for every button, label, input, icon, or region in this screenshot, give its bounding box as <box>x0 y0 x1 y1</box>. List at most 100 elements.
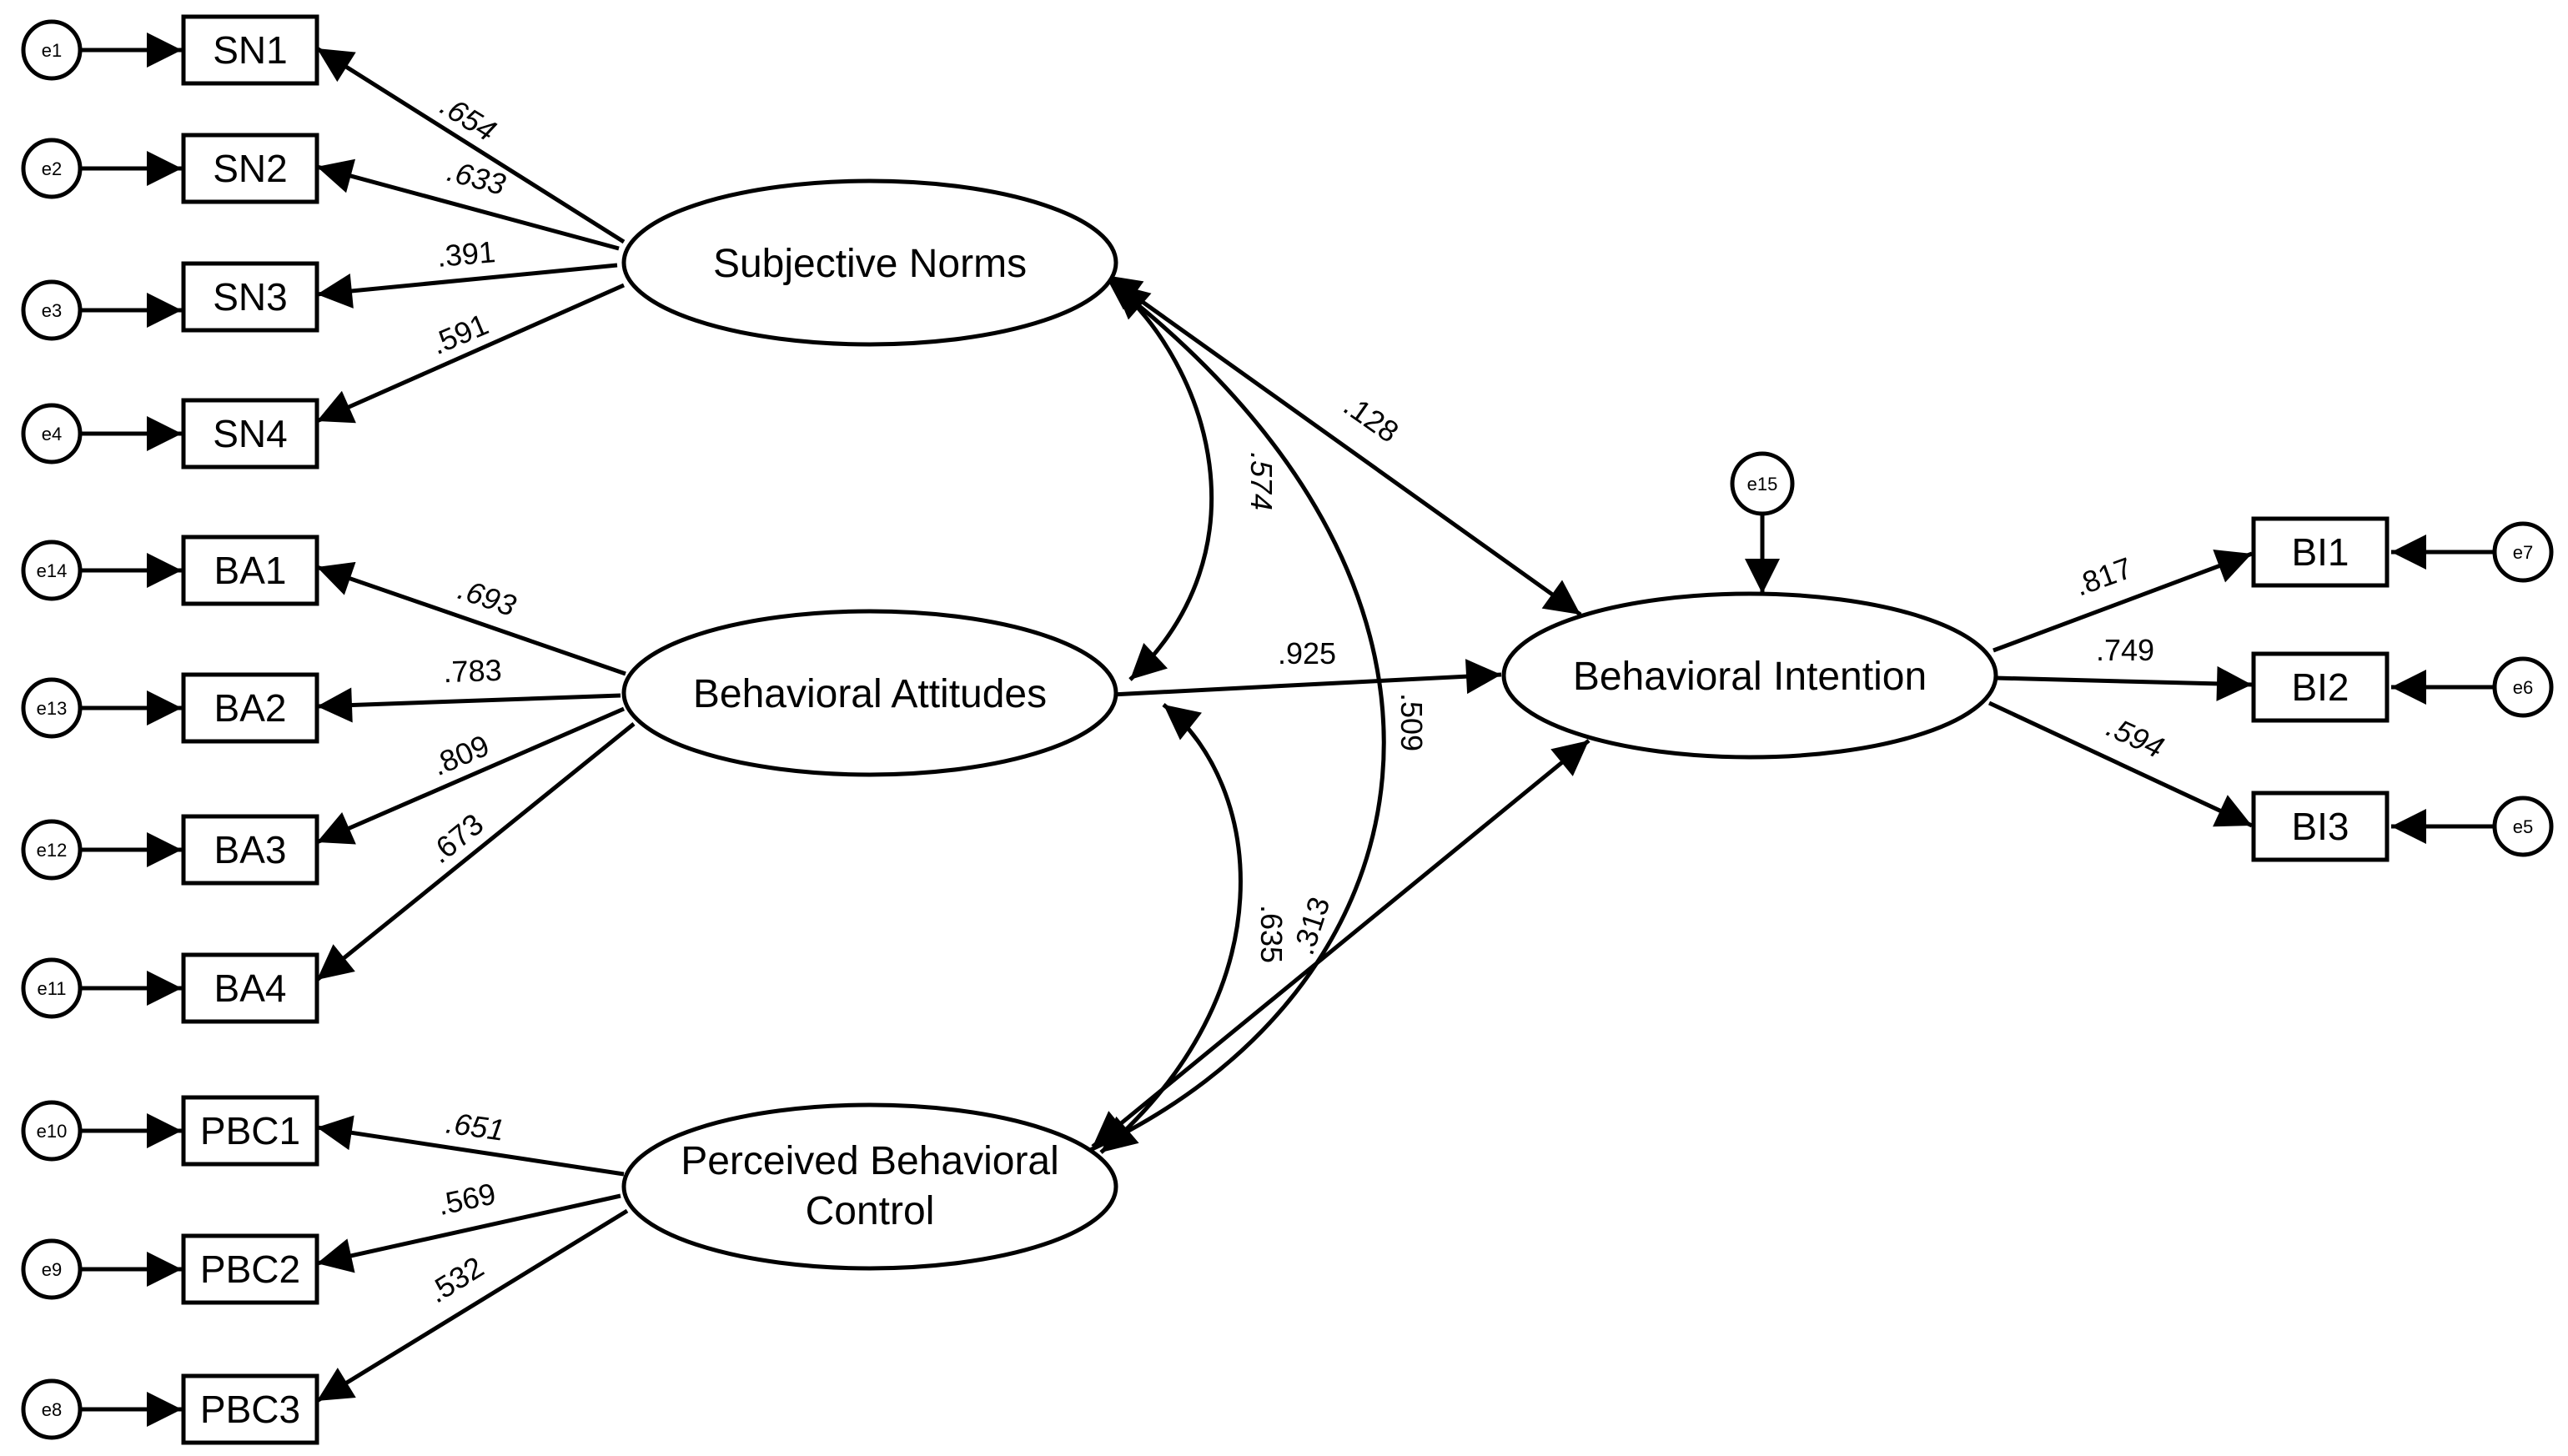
arrow-ba-ba1 <box>316 561 626 676</box>
corr-label-ba-pbc: .635 <box>1254 905 1289 963</box>
error-label: e7 <box>2513 542 2533 563</box>
error-e7: e7 <box>2492 521 2554 583</box>
error-label: e5 <box>2513 816 2533 837</box>
error-e12: e12 <box>21 819 83 881</box>
arrow-sn-sn2 <box>316 158 620 251</box>
indicator-sn1: SN1 <box>181 14 319 86</box>
indicator-bi3: BI3 <box>2251 791 2390 862</box>
indicator-label: BI2 <box>2291 665 2349 709</box>
corr-label-sn-pbc: .509 <box>1395 693 1429 751</box>
loading-arrows-bi <box>1988 550 2254 828</box>
indicator-boxes-right: BI1 BI2 BI3 <box>2251 516 2390 862</box>
indicator-bi2: BI2 <box>2251 651 2390 723</box>
error-label: e2 <box>42 158 62 179</box>
arrow-pbc-pbc1 <box>316 1115 625 1177</box>
error-e9: e9 <box>21 1238 83 1300</box>
path-label-ba-bi: .925 <box>1278 636 1336 670</box>
path-label-sn-bi: .128 <box>1338 388 1405 449</box>
error-e6: e6 <box>2492 656 2554 718</box>
latent-ba: Behavioral Attitudes <box>621 609 1118 777</box>
arrow-bi-bi1 <box>1993 550 2253 653</box>
latent-sn: Subjective Norms <box>621 178 1118 347</box>
indicator-label: BA2 <box>214 686 287 730</box>
indicator-ba4: BA4 <box>181 952 319 1024</box>
indicator-label: PBC1 <box>200 1109 300 1152</box>
arrow-sn-sn4 <box>315 283 626 424</box>
indicator-label: SN4 <box>213 412 287 455</box>
indicator-label: BI1 <box>2291 530 2349 574</box>
corr-ba-pbc <box>1099 703 1243 1154</box>
loading-label-sn4: .591 <box>426 307 494 361</box>
indicator-label: SN3 <box>213 275 287 319</box>
error-label: e8 <box>42 1399 62 1420</box>
error-label: e14 <box>37 560 68 581</box>
error-label: e13 <box>37 698 68 719</box>
arrow-ba-ba4 <box>315 722 636 982</box>
loading-label-ba1: .693 <box>454 571 520 623</box>
loading-label-bi3: .594 <box>2102 709 2169 765</box>
corr-label-sn-ba: .574 <box>1244 452 1279 510</box>
arrow-sn-sn1 <box>315 46 626 244</box>
path-label-pbc-bi: .313 <box>1286 892 1337 958</box>
loading-label-bi2: .749 <box>2096 633 2154 667</box>
latent-label-line2: Control <box>806 1189 935 1233</box>
indicator-pbc2: PBC2 <box>181 1233 319 1305</box>
latent-label: Behavioral Attitudes <box>693 672 1047 716</box>
indicator-ba2: BA2 <box>181 672 319 744</box>
latent-pbc: Perceived Behavioral Control <box>621 1102 1118 1271</box>
indicator-label: PBC2 <box>200 1248 300 1291</box>
loading-label-sn3: .391 <box>435 234 496 274</box>
error-label: e6 <box>2513 677 2533 698</box>
indicator-label: SN1 <box>213 28 287 72</box>
loading-arrows-pbc <box>315 1115 629 1403</box>
arrow-sn-sn3 <box>316 263 618 309</box>
error-e3: e3 <box>21 279 83 341</box>
loading-label-sn2: .633 <box>444 153 509 202</box>
path-ba-bi <box>1111 659 1502 697</box>
indicator-label: SN2 <box>213 147 287 190</box>
error-e8: e8 <box>21 1378 83 1440</box>
correlation-labels: .574 .509 .635 <box>1244 452 1429 963</box>
arrow-ba-ba2 <box>316 687 621 723</box>
loading-label-ba2: .783 <box>443 653 502 689</box>
corr-sn-pbc <box>1087 284 1386 1153</box>
indicator-label: BA4 <box>214 966 287 1010</box>
indicator-bi1: BI1 <box>2251 516 2390 588</box>
indicator-label: BA3 <box>214 828 287 871</box>
latent-label: Behavioral Intention <box>1573 655 1927 699</box>
indicator-pbc1: PBC1 <box>181 1095 319 1167</box>
error-label: e15 <box>1747 474 1778 495</box>
indicator-pbc3: PBC3 <box>181 1373 319 1445</box>
loading-label-sn1: .654 <box>435 88 502 148</box>
loading-arrows-ba <box>315 561 636 982</box>
structural-paths <box>1091 273 1591 1148</box>
error-arrows-left <box>72 33 182 1427</box>
error-label: e10 <box>37 1121 68 1142</box>
latent-bi: Behavioral Intention <box>1501 591 1998 760</box>
loading-label-pbc2: .569 <box>435 1176 499 1222</box>
arrow-bi-bi2 <box>1994 665 2253 701</box>
arrow-pbc-pbc3 <box>315 1208 629 1403</box>
loading-label-ba4: .673 <box>423 806 490 870</box>
arrow-ba-ba3 <box>316 706 625 845</box>
indicator-label: BI3 <box>2291 805 2349 848</box>
indicator-sn2: SN2 <box>181 133 319 204</box>
error-e14: e14 <box>21 540 83 601</box>
corr-sn-ba <box>1112 282 1214 681</box>
error-label: e11 <box>37 978 66 999</box>
error-terms: e1 e2 e3 e4 e14 e13 e12 e11 e10 e9 e8 e7… <box>21 19 2554 1440</box>
loading-label-bi1: .817 <box>2070 550 2137 602</box>
indicator-ba1: BA1 <box>181 535 319 606</box>
indicator-sn3: SN3 <box>181 261 319 333</box>
error-e15: e15 <box>1730 451 1795 516</box>
error-e5: e5 <box>2492 796 2554 857</box>
error-label: e4 <box>42 424 62 444</box>
indicator-sn4: SN4 <box>181 398 319 469</box>
loading-label-ba3: .809 <box>427 728 495 782</box>
error-label: e9 <box>42 1259 62 1280</box>
error-e10: e10 <box>21 1100 83 1162</box>
indicator-label: PBC3 <box>200 1388 300 1431</box>
error-label: e1 <box>42 40 62 61</box>
latent-label: Subjective Norms <box>713 242 1027 286</box>
